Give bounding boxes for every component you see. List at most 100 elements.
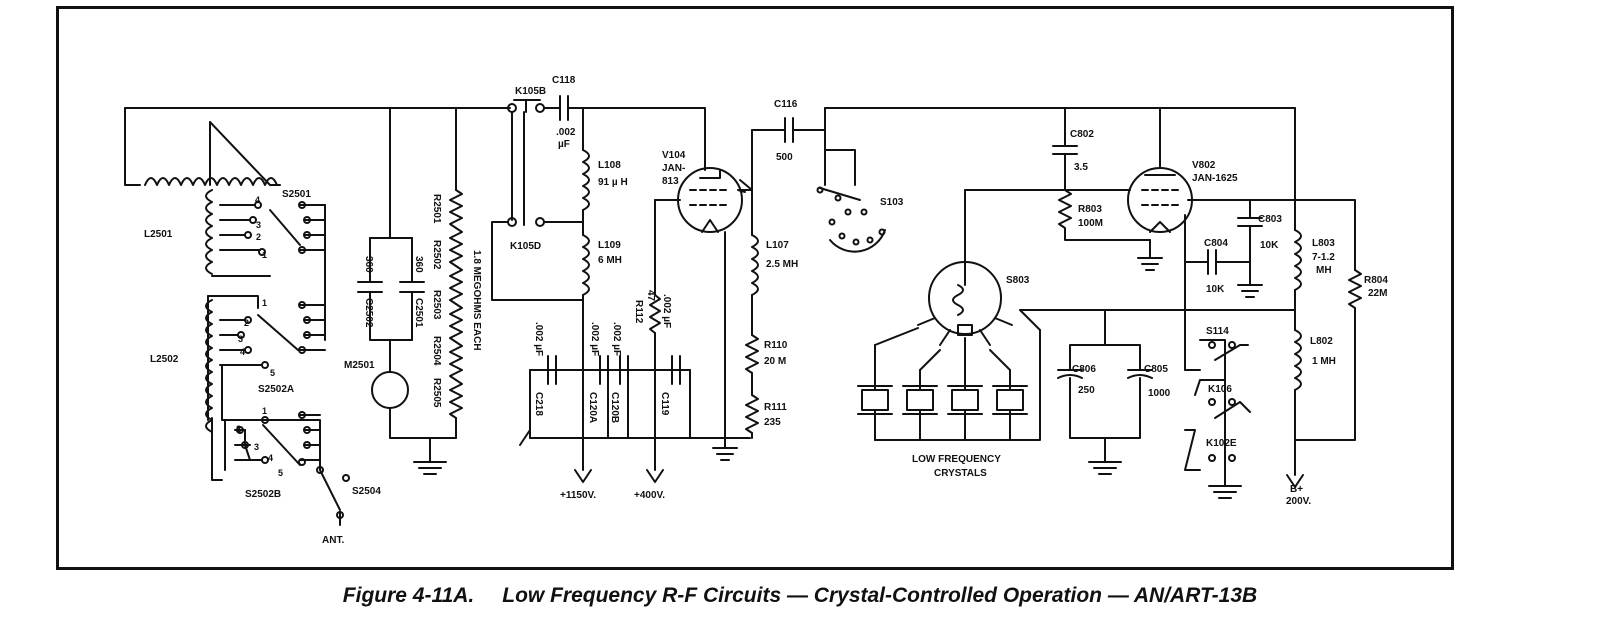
label-c119: C119	[659, 392, 670, 416]
label-r2504: R2504	[431, 336, 442, 366]
figure-caption: Figure 4-11A. Low Frequency R-F Circuits …	[0, 584, 1600, 608]
meter-m2501	[371, 371, 409, 409]
label-c805-val: 1000	[1148, 388, 1171, 399]
label-crystals1: LOW FREQUENCY	[912, 454, 1001, 465]
label-r112-val: 47	[645, 290, 656, 302]
label-r-each: 1.8 MEGOHMS EACH	[471, 250, 482, 351]
label-r2503: R2503	[431, 290, 442, 320]
coil-l2501	[205, 189, 213, 275]
label-l803-val1: 7-1.2	[1312, 252, 1335, 263]
label-s2502b: S2502B	[245, 489, 281, 500]
label-c120b-val: .002 µF	[611, 322, 622, 356]
label-c803: C803	[1258, 214, 1282, 225]
label-r2502: R2502	[431, 240, 442, 270]
label-m2501: M2501	[344, 360, 375, 371]
label-r110-val: 20 M	[764, 356, 786, 367]
coil-l2502	[205, 299, 213, 433]
antenna-loading-section	[124, 107, 511, 526]
label-s103: S103	[880, 197, 904, 208]
label-n3a: 3	[256, 220, 261, 230]
label-c803-val: 10K	[1260, 240, 1279, 251]
label-s114: S114	[1206, 326, 1229, 337]
label-l2501: L2501	[144, 229, 173, 240]
label-s803: S803	[1006, 275, 1030, 286]
label-n4a: 4	[255, 195, 260, 205]
label-v104-type1: JAN-	[662, 163, 685, 174]
label-r804: R804	[1364, 275, 1388, 286]
label-c805: C805	[1144, 364, 1168, 375]
label-c804-val: 10K	[1206, 284, 1225, 295]
label-k102e: K102E	[1206, 438, 1237, 449]
label-c806: C806	[1072, 364, 1096, 375]
label-l802: L802	[1310, 336, 1333, 347]
label-l109-val: 6 MH	[598, 255, 622, 266]
label-c806-val: 250	[1078, 385, 1095, 396]
label-c120a: C120A	[587, 392, 598, 423]
label-c2502: C2502	[363, 298, 374, 328]
label-v104: V104	[662, 150, 686, 161]
label-n4c: 4	[268, 453, 273, 463]
label-c218-val: .002 µF	[533, 322, 544, 356]
label-l108-val: 91 µ H	[598, 177, 628, 188]
label-v1150: +1150V.	[560, 490, 596, 501]
label-r110: R110	[764, 340, 788, 351]
label-r111: R111	[764, 402, 787, 413]
label-n5b: 5	[270, 368, 275, 378]
label-n5c: 5	[278, 468, 283, 478]
label-r804-val: 22M	[1368, 288, 1387, 299]
label-c2502-val: 360	[363, 256, 374, 273]
label-v802-type: JAN-1625	[1192, 173, 1238, 184]
label-r2505: R2505	[431, 378, 442, 408]
label-l107: L107	[766, 240, 789, 251]
label-n2a: 2	[256, 232, 261, 242]
label-v104-type2: 813	[662, 176, 679, 187]
label-c116: C116	[774, 99, 798, 110]
label-k106: K106	[1208, 384, 1232, 395]
label-bplus1: B+	[1290, 484, 1303, 495]
label-l109: L109	[598, 240, 621, 251]
label-l803: L803	[1312, 238, 1335, 249]
label-c120a-val: .002 µF	[589, 322, 600, 356]
label-c2501-val: 360	[413, 256, 424, 273]
label-c118-val2: µF	[558, 139, 570, 150]
label-n2c: 2	[236, 424, 241, 434]
oscillator-section	[857, 107, 1362, 499]
label-s2501: S2501	[282, 189, 311, 200]
label-r2501: R2501	[431, 194, 442, 224]
label-c218: C218	[533, 392, 544, 416]
label-ant: ANT.	[322, 535, 344, 546]
label-l107-val: 2.5 MH	[766, 259, 798, 270]
figure-number: Figure 4-11A.	[342, 584, 475, 607]
label-c118: C118	[552, 75, 576, 86]
label-n3b: 3	[238, 334, 243, 344]
tube-v104	[677, 167, 743, 233]
label-l108: L108	[598, 160, 621, 171]
label-n2b: 2	[244, 318, 249, 328]
label-c119-val: .002 µF	[661, 294, 672, 328]
label-n3c: 3	[254, 442, 259, 452]
meter-section	[357, 107, 463, 475]
label-c802-val: 3.5	[1074, 162, 1088, 173]
label-v802: V802	[1192, 160, 1216, 171]
label-c120b: C120B	[609, 392, 620, 423]
label-r112: R112	[633, 300, 644, 324]
label-bplus2: 200V.	[1286, 496, 1311, 507]
amplifier-section	[491, 95, 1296, 483]
label-n1a: 1	[262, 250, 267, 260]
label-c2501: C2501	[413, 298, 424, 328]
label-crystals2: CRYSTALS	[934, 468, 987, 479]
label-n4b: 4	[240, 347, 245, 357]
label-c116-val: 500	[776, 152, 793, 163]
label-s2502a: S2502A	[258, 384, 294, 395]
figure-title: Low Frequency R-F Circuits — Crystal-Con…	[502, 584, 1258, 607]
label-k105b: K105B	[515, 86, 546, 97]
label-l802-val: 1 MH	[1312, 356, 1336, 367]
label-r803: R803	[1078, 204, 1102, 215]
label-l803-val2: MH	[1316, 265, 1332, 276]
label-v400: +400V.	[634, 490, 665, 501]
label-c804: C804	[1204, 238, 1228, 249]
label-n1b: 1	[262, 298, 267, 308]
label-s2504: S2504	[352, 486, 381, 497]
label-c802: C802	[1070, 129, 1094, 140]
